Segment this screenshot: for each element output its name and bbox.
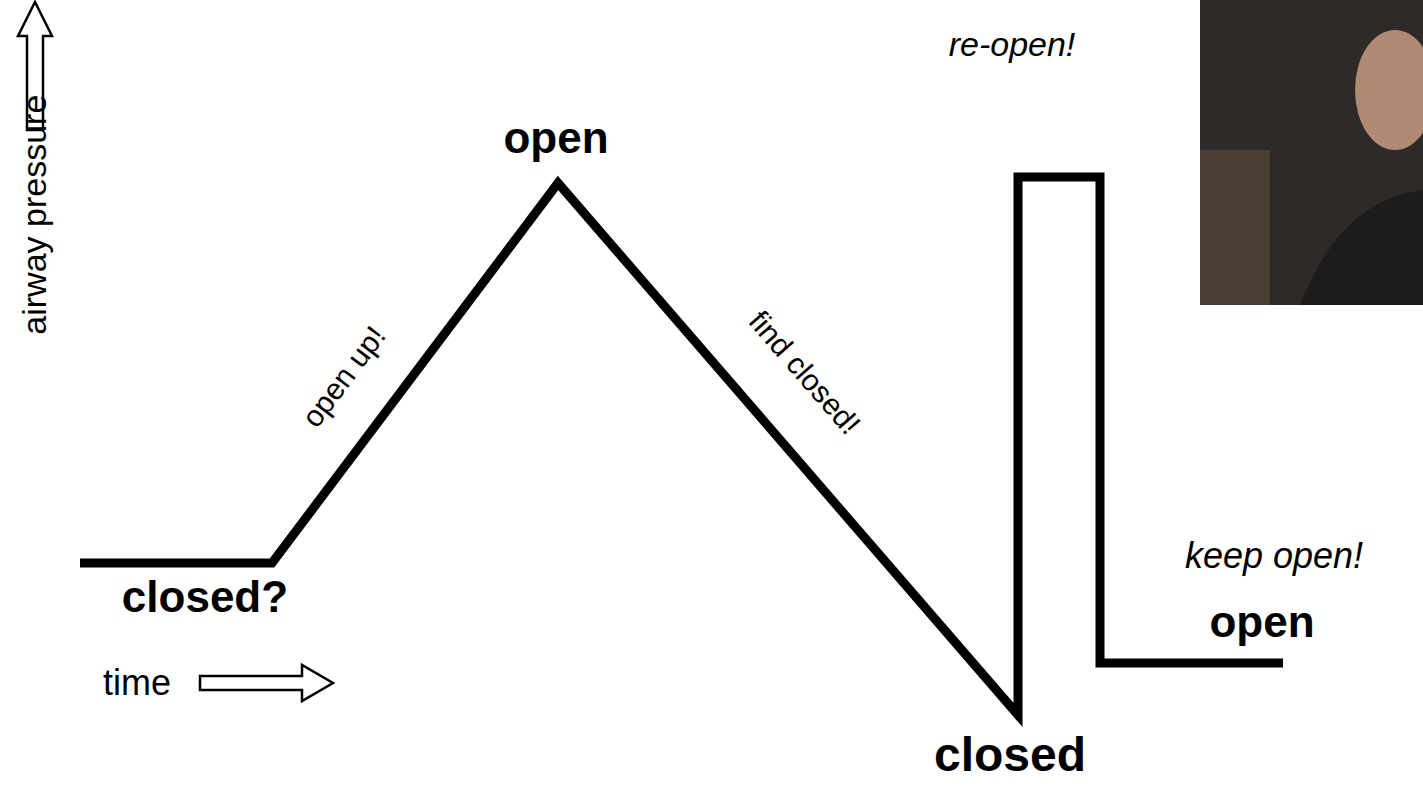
axis-title: airway pressure <box>16 95 53 335</box>
phase-label: re-open! <box>949 26 1076 63</box>
x-axis-arrow <box>200 665 333 701</box>
pressure-curve <box>80 177 1283 715</box>
axis-title: time <box>103 663 171 703</box>
phase-label: open up! <box>295 319 392 432</box>
photo-inset <box>1200 0 1423 305</box>
state-label: closed? <box>122 573 288 621</box>
phase-label: keep open! <box>1185 536 1363 576</box>
state-label: open <box>503 114 608 162</box>
state-label: closed <box>934 729 1086 782</box>
state-label: open <box>1209 598 1314 646</box>
